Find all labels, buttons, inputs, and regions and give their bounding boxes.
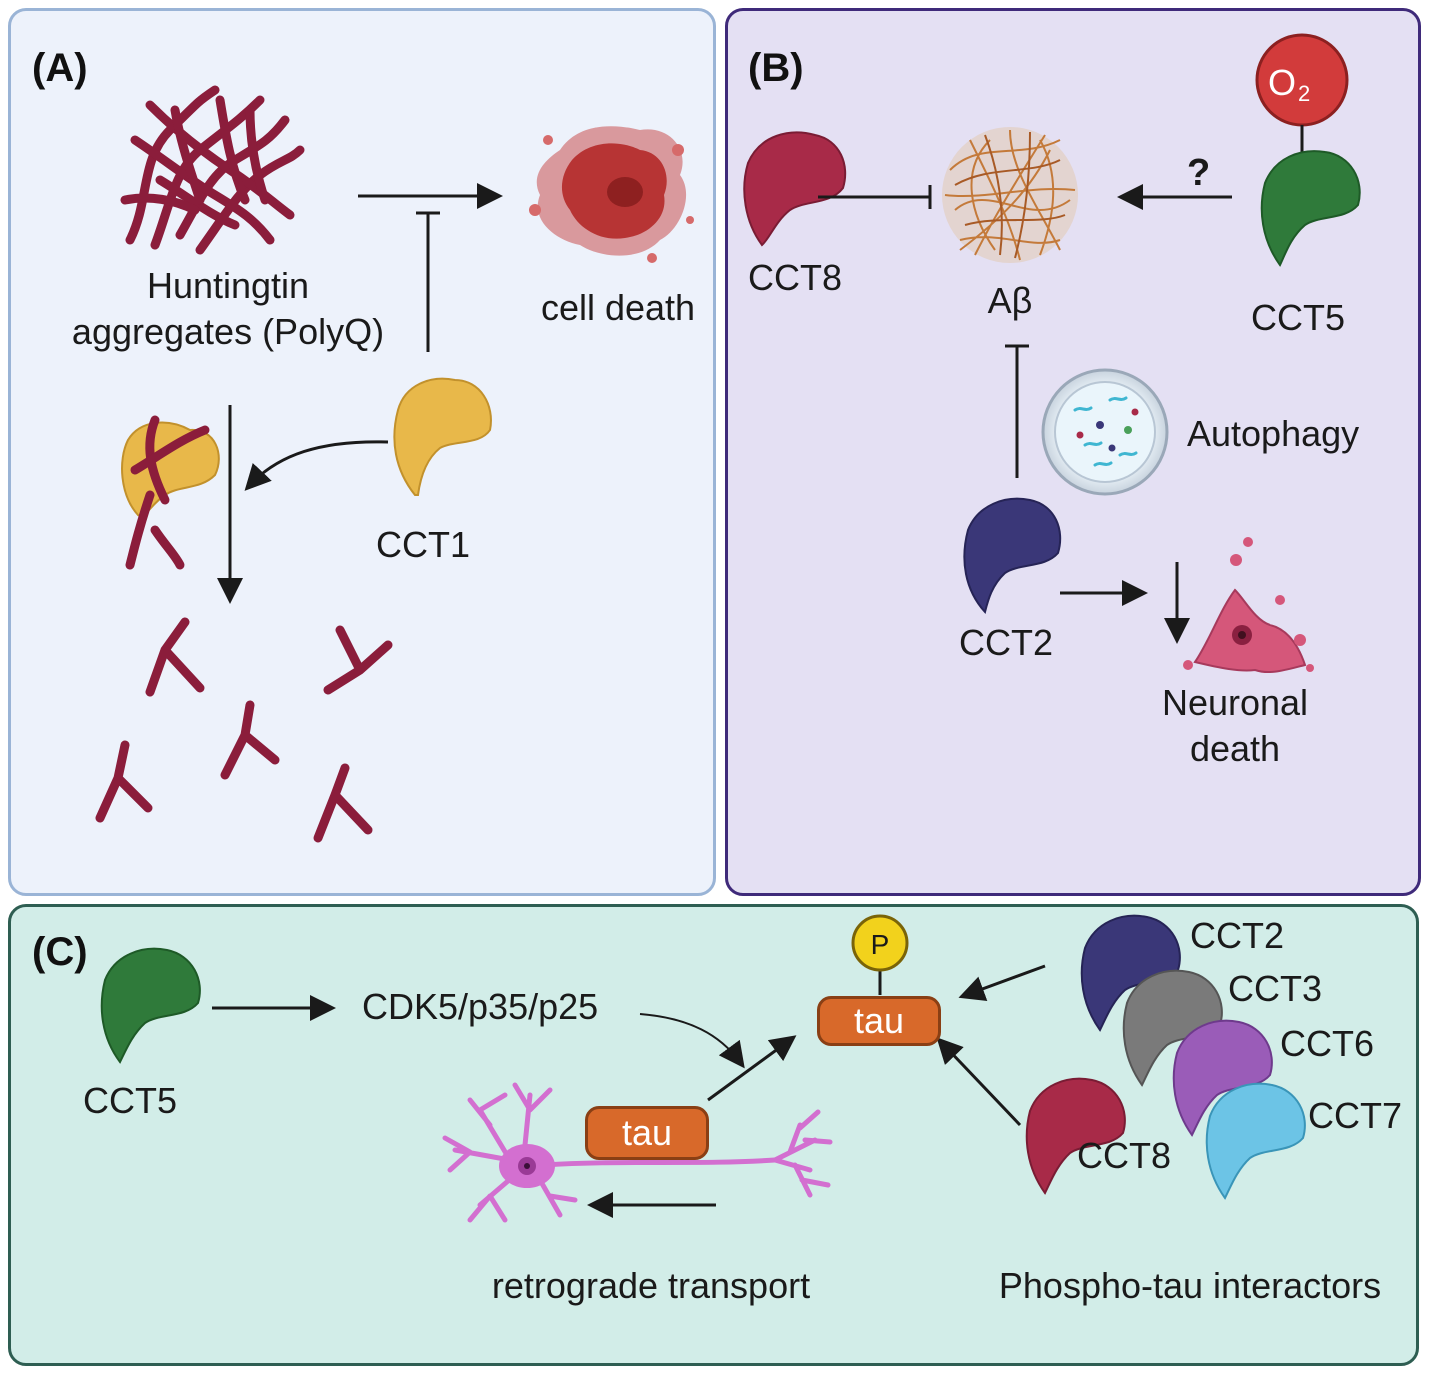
panel-c-label: (C) <box>32 930 88 974</box>
autophagy-icon <box>1041 368 1169 496</box>
panel-b-label: (B) <box>748 46 804 90</box>
inhibit-cct2-to-abeta <box>1005 344 1029 478</box>
neuronal-death-line1: Neuronal <box>1161 682 1309 723</box>
cct3-icon <box>1122 969 1223 1087</box>
neuronal-death-line2: death <box>1189 728 1281 769</box>
cct5-label-panel-b: CCT5 <box>1250 297 1346 338</box>
arrow-cct8-to-ptau <box>936 1037 1022 1127</box>
cct8-icon-panel-c <box>1025 1077 1126 1195</box>
phospho-tau-interactors-label: Phospho-tau interactors <box>998 1265 1382 1306</box>
arrow-cdk5-to-tau <box>639 1013 745 1069</box>
cct2-icon-panel-b <box>963 497 1062 615</box>
o2-label: O <box>1268 62 1296 103</box>
cct3-label: CCT3 <box>1228 968 1323 1009</box>
cct1-label: CCT1 <box>375 524 471 565</box>
neuron-soma <box>499 1144 555 1188</box>
cct1-bound-aggregate-icon <box>121 415 220 570</box>
autophagy-label: Autophagy <box>1187 413 1360 454</box>
cell-death-icon <box>529 126 694 263</box>
polyq-fragments-icon <box>95 617 393 843</box>
cct7-label: CCT7 <box>1308 1095 1403 1136</box>
unknown-link-question: ? <box>1187 152 1210 194</box>
cct6-icon <box>1172 1019 1273 1137</box>
huntingtin-aggregate-icon <box>120 85 305 255</box>
neuronal-death-icon <box>1183 537 1314 674</box>
cct6-label: CCT6 <box>1280 1023 1375 1064</box>
inhibit-cct8-to-abeta <box>818 185 932 209</box>
o2-subscript: 2 <box>1298 81 1310 106</box>
cct2-icon-panel-c <box>1080 914 1181 1032</box>
phospho-label: P <box>871 929 890 960</box>
cct2-label-panel-b: CCT2 <box>958 622 1054 663</box>
phospho-icon <box>851 914 909 995</box>
panel-a-label: (A) <box>32 46 88 90</box>
cct5-label-panel-c: CCT5 <box>82 1080 178 1121</box>
inhibit-cct1-to-pathway <box>416 211 440 352</box>
ptau-box: tau <box>817 996 941 1046</box>
retrograde-transport-label: retrograde transport <box>491 1265 811 1306</box>
cdk5-label: CDK5/p35/p25 <box>362 986 599 1027</box>
amyloid-beta-fibril-icon <box>942 127 1078 263</box>
cct8-icon <box>743 131 847 247</box>
abeta-label: Aβ <box>987 280 1033 321</box>
huntingtin-label-line2: aggregates (PolyQ) <box>71 311 385 352</box>
cct8-label-panel-c: CCT8 <box>1077 1135 1172 1176</box>
cell-death-label: cell death <box>540 287 696 328</box>
cct5-icon-panel-b <box>1260 150 1361 267</box>
neuron-icon <box>442 1082 833 1223</box>
cct2-label-panel-c: CCT2 <box>1190 915 1285 956</box>
cct7-icon <box>1205 1082 1306 1200</box>
neuron-tau-box: tau <box>585 1106 709 1160</box>
cct5-icon-panel-c <box>100 947 201 1064</box>
arrow-cct-group-to-ptau <box>958 964 1046 1002</box>
o2-icon <box>1255 33 1349 152</box>
cct8-label: CCT8 <box>747 257 843 298</box>
arrow-cct1-to-aggregate <box>244 440 389 491</box>
huntingtin-label-line1: Huntingtin <box>146 265 310 306</box>
arrow-neuron-tau-to-ptau <box>707 1035 797 1102</box>
cct1-icon <box>393 377 492 496</box>
